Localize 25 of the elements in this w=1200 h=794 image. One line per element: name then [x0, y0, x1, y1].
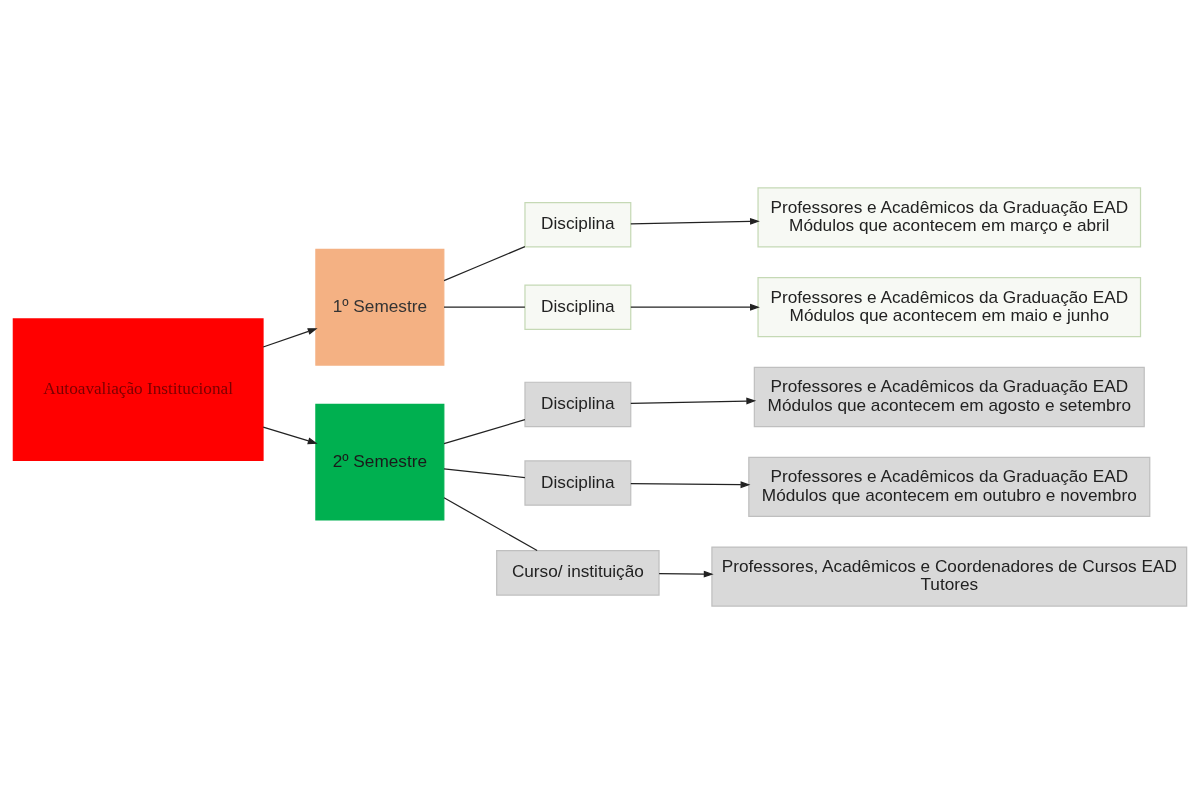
node-box: Curso/ instituição — [496, 550, 660, 596]
node-box: 1º Semestre — [315, 248, 445, 366]
connector — [443, 497, 538, 552]
node-box: Professores e Acadêmicos da Graduação EAD Módulos que acontecem em março e abril — [757, 187, 1142, 248]
node-box: Disciplina — [524, 284, 632, 330]
node-box: Autoavaliação Institucional — [12, 318, 264, 461]
node-box: Disciplina — [524, 202, 632, 248]
arrow — [262, 426, 318, 445]
arrow — [630, 303, 760, 311]
node-box: Professores e Acadêmicos da Graduação EAD Módulos que acontecem em outubro e novembro — [748, 456, 1151, 517]
connector — [443, 246, 526, 282]
node-box: Disciplina — [524, 381, 632, 428]
arrow — [630, 481, 751, 489]
arrow — [658, 570, 714, 578]
arrow — [262, 328, 318, 348]
arrow — [630, 217, 760, 225]
node-box: Disciplina — [524, 460, 632, 506]
node-box: Professores e Acadêmicos da Graduação EAD Módulos que acontecem em agosto e setembro — [753, 366, 1145, 428]
connector — [443, 306, 526, 308]
node-box: 2º Semestre — [315, 403, 445, 521]
node-box: Professores e Acadêmicos da Graduação EAD Módulos que acontecem em maio e junho — [757, 277, 1142, 338]
arrow — [630, 397, 757, 405]
connector — [443, 468, 526, 479]
node-box: Professores, Acadêmicos e Coordenadores de Cursos EAD Tutores — [711, 546, 1188, 607]
connector — [443, 419, 526, 445]
